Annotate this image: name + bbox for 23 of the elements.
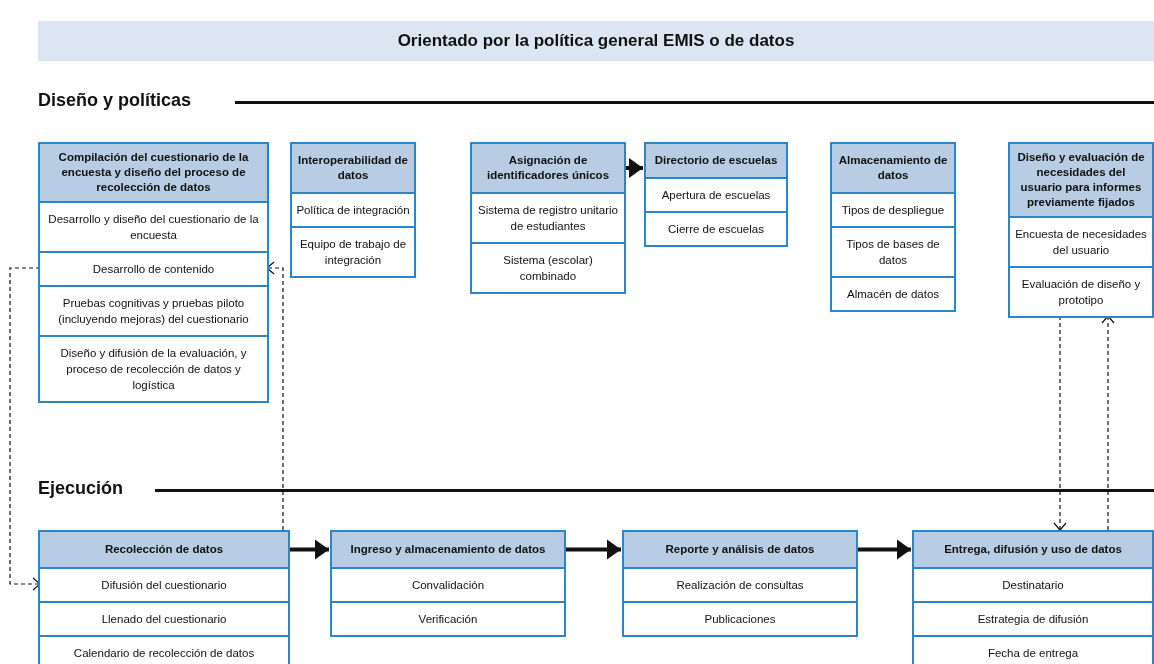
section-heading: Ejecución bbox=[38, 478, 124, 499]
process-card bbox=[830, 142, 956, 312]
card-header: Almacenamiento de datos bbox=[832, 144, 954, 192]
process-card bbox=[290, 142, 416, 278]
card-header: Interoperabilidad de datos bbox=[292, 144, 414, 192]
process-card bbox=[912, 530, 1154, 664]
process-card bbox=[330, 530, 566, 637]
card-header: Reporte y análisis de datos bbox=[624, 532, 856, 567]
card-header: Recolección de datos bbox=[40, 532, 288, 567]
card-header: Ingreso y almacenamiento de datos bbox=[332, 532, 564, 567]
process-card bbox=[470, 142, 626, 294]
process-card bbox=[622, 530, 858, 637]
process-card bbox=[38, 142, 269, 403]
card-header: Entrega, difusión y uso de datos bbox=[914, 532, 1152, 567]
process-card bbox=[644, 142, 788, 247]
card-header: Diseño y evaluación de necesidades del usuario para informes previamente fijados bbox=[1010, 144, 1152, 216]
process-card bbox=[1008, 142, 1154, 318]
section-heading: Diseño y políticas bbox=[38, 90, 192, 111]
card-header: Directorio de escuelas bbox=[646, 144, 786, 177]
card-header: Compilación del cuestionario de la encuesta y diseño del proceso de recolección de datos bbox=[40, 144, 267, 201]
title-band: Orientado por la política general EMIS o de datos bbox=[38, 21, 1154, 61]
process-card bbox=[38, 530, 290, 664]
card-header: Asignación de identificadores únicos bbox=[472, 144, 624, 192]
